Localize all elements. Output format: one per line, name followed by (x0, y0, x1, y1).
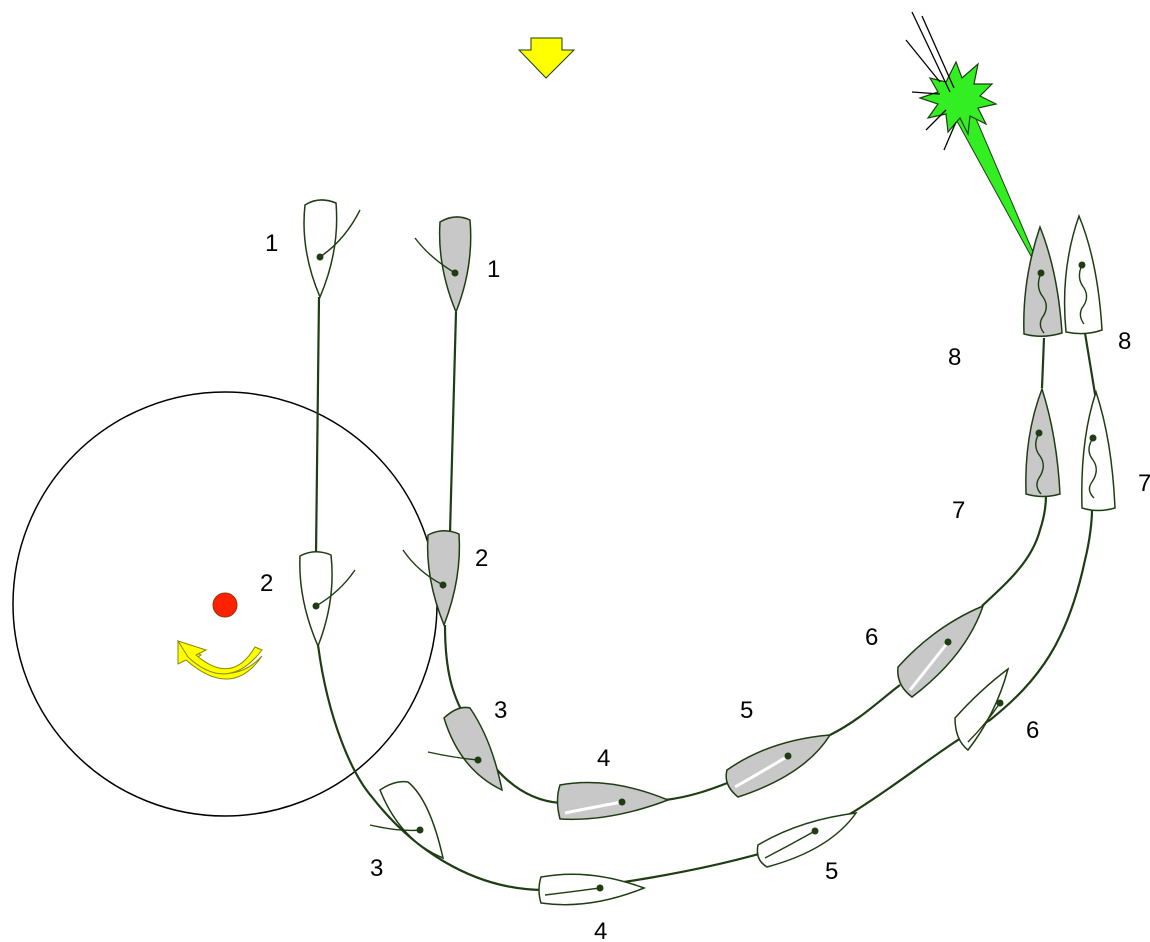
gray-boat-6 (897, 604, 985, 698)
wind-down-arrow-icon (517, 37, 576, 79)
gray-boat-5 (725, 734, 832, 798)
rotation-curved-arrow-icon (176, 640, 263, 680)
white-boat-label-3: 3 (370, 855, 383, 882)
gray-boat-3 (427, 706, 504, 792)
white-boat-label-1: 1 (265, 230, 278, 257)
gray-boat-1 (414, 216, 472, 315)
white-boat-2 (299, 551, 356, 648)
gray-boat-2 (402, 530, 461, 628)
white-boat-3 (369, 780, 445, 860)
gray-boat-label-4: 4 (597, 745, 610, 772)
mark-red-dot-icon (212, 592, 238, 618)
white-boat-5 (756, 812, 858, 868)
white-boat-label-4: 4 (594, 918, 607, 942)
white-boat-4 (538, 873, 647, 906)
gray-boat-label-6: 6 (865, 624, 878, 651)
gray-boat-label-5: 5 (740, 697, 753, 724)
gray-boat-8 (1023, 224, 1063, 337)
gray-boat-label-1: 1 (487, 256, 500, 283)
gray-boat-label-3: 3 (494, 697, 507, 724)
white-boat-label-5: 5 (825, 858, 838, 885)
gray-boat-4 (556, 781, 671, 821)
white-boat-label-6: 6 (1026, 717, 1039, 744)
white-boat-6 (954, 667, 1010, 752)
white-boat-track (314, 296, 1098, 892)
white-boat-label-7: 7 (1138, 470, 1150, 497)
gray-boat-label-2: 2 (475, 545, 488, 572)
white-boat-7 (1081, 389, 1116, 512)
gray-boat-label-7: 7 (952, 497, 965, 524)
gray-boat-7 (1025, 386, 1061, 498)
white-boat-1 (303, 199, 361, 299)
white-boat-8 (1063, 213, 1103, 335)
gray-boat-label-8: 8 (948, 344, 961, 371)
white-boat-label-2: 2 (260, 570, 273, 597)
white-boat-label-8: 8 (1118, 328, 1131, 355)
